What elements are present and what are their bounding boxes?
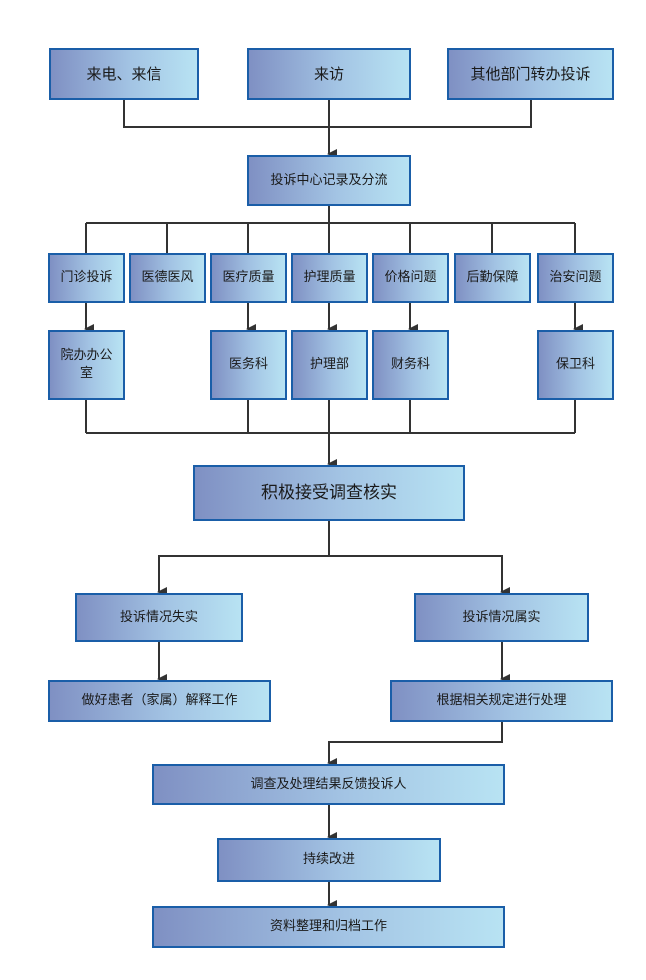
edge-diaocha-split-right bbox=[329, 555, 510, 597]
node-menzhen: 门诊投诉 bbox=[48, 253, 125, 303]
node-huli-label: 护理质量 bbox=[303, 270, 356, 286]
node-yiwu: 医务科 bbox=[210, 330, 287, 400]
node-hulibu: 护理部 bbox=[291, 330, 368, 400]
node-hulibu-label: 护理部 bbox=[309, 357, 349, 373]
node-diaocha: 积极接受调查核实 bbox=[193, 465, 465, 521]
node-yiliao-label: 医疗质量 bbox=[222, 270, 275, 286]
node-yuanban: 院办办公室 bbox=[48, 330, 125, 400]
node-jieshi-label: 做好患者（家属）解释工作 bbox=[81, 693, 238, 709]
node-gaijin-label: 持续改进 bbox=[302, 852, 355, 868]
node-yide: 医德医风 bbox=[129, 253, 206, 303]
node-huli: 护理质量 bbox=[291, 253, 368, 303]
node-houqin-label: 后勤保障 bbox=[466, 270, 519, 286]
node-qita-label: 其他部门转办投诉 bbox=[470, 64, 591, 83]
node-guidang-label: 资料整理和归档工作 bbox=[269, 919, 387, 935]
node-yide-label: 医德医风 bbox=[141, 270, 194, 286]
node-jiage: 价格问题 bbox=[372, 253, 449, 303]
node-shishi-label: 投诉情况失实 bbox=[119, 609, 198, 625]
node-zhian: 治安问题 bbox=[537, 253, 614, 303]
node-jilu-label: 投诉中心记录及分流 bbox=[270, 172, 388, 188]
node-chuli-label: 根据相关规定进行处理 bbox=[436, 693, 567, 709]
node-shushi: 投诉情况属实 bbox=[414, 593, 589, 642]
node-guidang: 资料整理和归档工作 bbox=[152, 906, 505, 948]
node-laifang-label: 来访 bbox=[313, 64, 344, 83]
node-chuli: 根据相关规定进行处理 bbox=[390, 680, 613, 722]
edge-diaocha-split bbox=[157, 521, 330, 597]
node-houqin: 后勤保障 bbox=[454, 253, 531, 303]
node-yuanban-label: 院办办公室 bbox=[60, 348, 113, 381]
edge-laidian-bus bbox=[123, 100, 329, 128]
node-yiliao: 医疗质量 bbox=[210, 253, 287, 303]
node-baowei-label: 保卫科 bbox=[555, 357, 595, 373]
node-jieshi: 做好患者（家属）解释工作 bbox=[48, 680, 271, 722]
node-diaocha-label: 积极接受调查核实 bbox=[261, 482, 397, 503]
node-caiwu-label: 财务科 bbox=[390, 357, 430, 373]
node-fankui-label: 调查及处理结果反馈投诉人 bbox=[250, 776, 407, 792]
node-fankui: 调查及处理结果反馈投诉人 bbox=[152, 764, 505, 805]
node-menzhen-label: 门诊投诉 bbox=[60, 270, 113, 286]
node-zhian-label: 治安问题 bbox=[549, 270, 602, 286]
node-jiage-label: 价格问题 bbox=[384, 270, 437, 286]
node-gaijin: 持续改进 bbox=[217, 838, 441, 882]
node-caiwu: 财务科 bbox=[372, 330, 449, 400]
node-laidian-label: 来电、来信 bbox=[86, 64, 162, 83]
node-qita: 其他部门转办投诉 bbox=[447, 48, 614, 100]
node-laidian: 来电、来信 bbox=[49, 48, 199, 100]
node-shushi-label: 投诉情况属实 bbox=[462, 609, 541, 625]
edge-chuli-fankui bbox=[327, 722, 503, 768]
node-jilu: 投诉中心记录及分流 bbox=[247, 155, 411, 206]
node-baowei: 保卫科 bbox=[537, 330, 614, 400]
edge-qita-bus bbox=[329, 100, 532, 128]
node-shishi: 投诉情况失实 bbox=[75, 593, 243, 642]
node-yiwu-label: 医务科 bbox=[228, 357, 268, 373]
node-laifang: 来访 bbox=[247, 48, 411, 100]
